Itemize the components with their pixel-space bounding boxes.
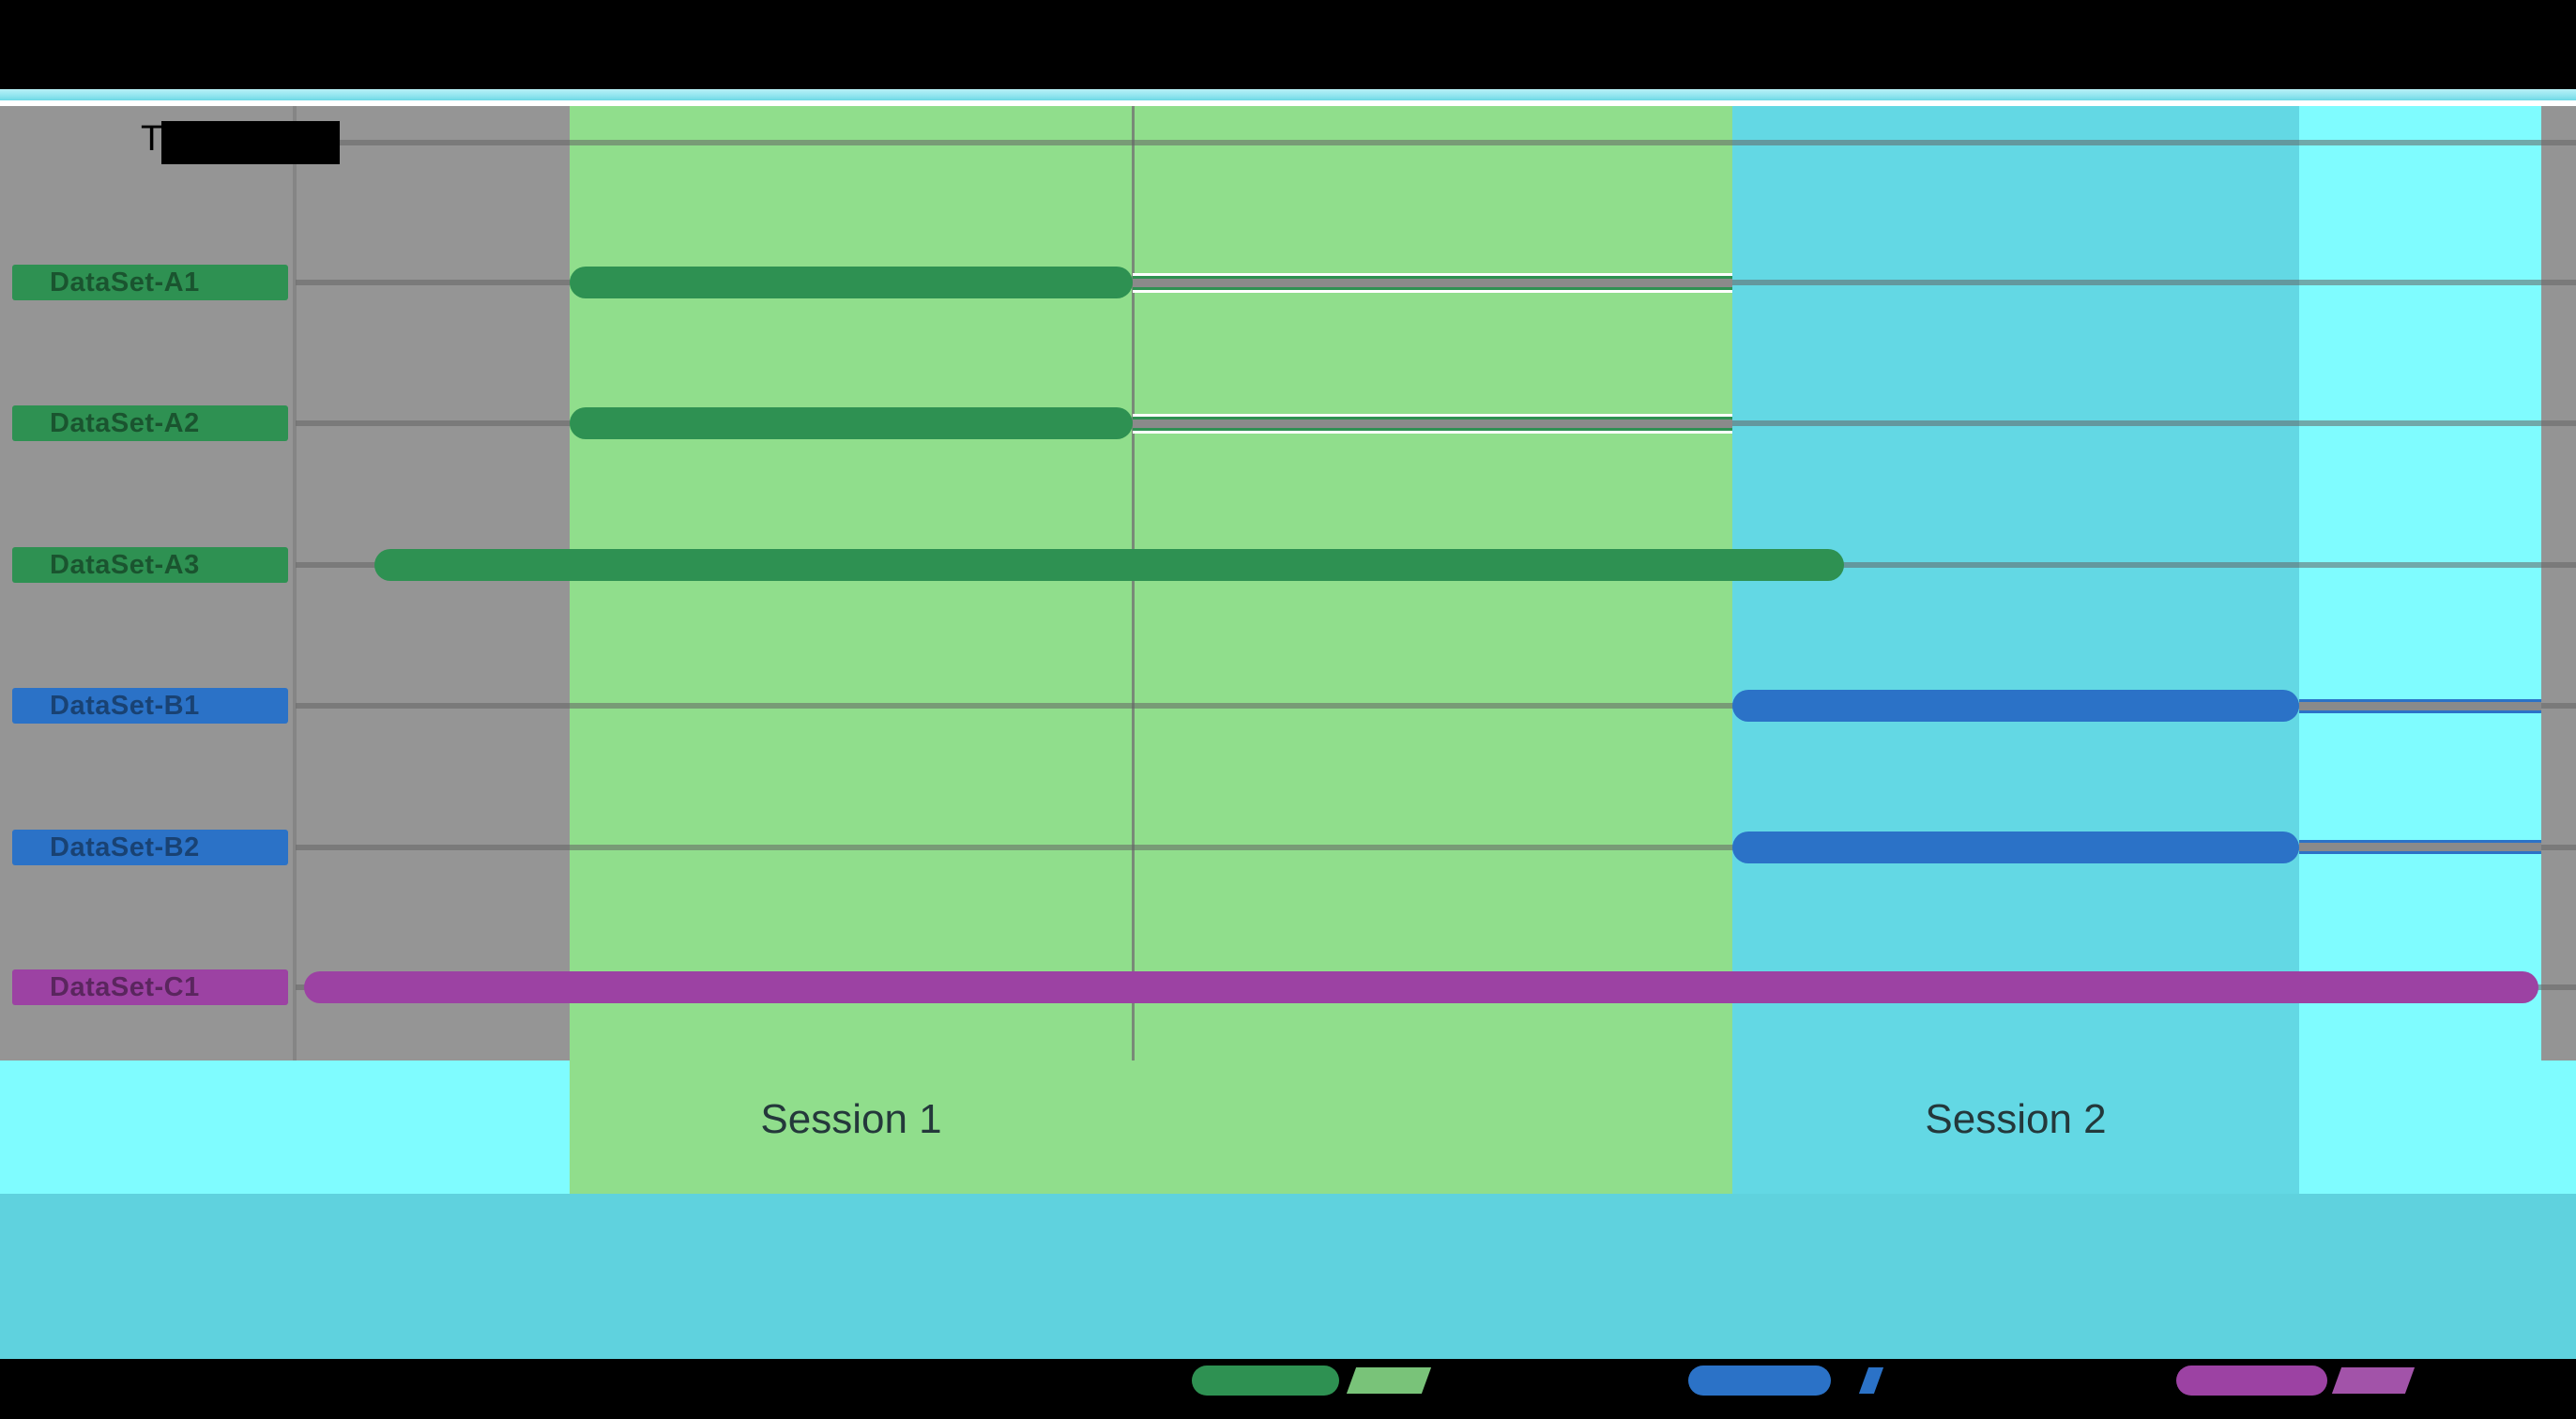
legend-text-fragment-purple (2331, 1367, 2416, 1394)
plot-area: DataSet-A1 DataSet-A2 DataSet-A3 DataSet… (0, 106, 2576, 1060)
top-separator-line (0, 100, 2576, 107)
bar-dataset-a1 (570, 267, 1133, 298)
row-label-dataset-a2: DataSet-A2 (12, 405, 288, 441)
gridline (296, 140, 2576, 145)
bar-dataset-b1 (1732, 690, 2299, 722)
row-label-dataset-a1: DataSet-A1 (12, 265, 288, 300)
bar-dataset-b2 (1732, 832, 2299, 863)
session2-label: Session 2 (1925, 1096, 2107, 1142)
session1-label: Session 1 (760, 1096, 942, 1142)
row-label-dataset-b2: DataSet-B2 (12, 830, 288, 865)
legend-swatch-green (1192, 1366, 1339, 1396)
row-label-dataset-a3: DataSet-A3 (12, 547, 288, 583)
session1-band-extension (570, 1060, 1732, 1194)
label-gutter-divider (293, 106, 297, 1060)
right-gray-column (2541, 106, 2576, 1060)
row-label-dataset-b1: DataSet-B1 (12, 688, 288, 724)
legend-swatch-purple (2176, 1366, 2327, 1396)
track-dataset-a2 (1133, 417, 1732, 431)
page-background (0, 1194, 2576, 1359)
band-extension: Session 1 Session 2 (0, 1060, 2576, 1194)
track-dataset-b1 (2299, 699, 2541, 713)
redaction-box (161, 121, 340, 164)
light-cyan-band (2299, 106, 2541, 1060)
session2-band-extension (1732, 1060, 2299, 1194)
bar-dataset-a3 (374, 549, 1844, 581)
legend-text-fragment-green (1346, 1367, 1432, 1394)
column-header-label: T (141, 119, 163, 159)
bar-dataset-c1 (304, 971, 2538, 1003)
session1-band (570, 106, 1732, 1060)
top-cyan-strip (0, 89, 2576, 102)
top-letterbox-bar (0, 0, 2576, 89)
legend-swatch-blue (1688, 1366, 1831, 1396)
gridline (296, 845, 2576, 850)
vertical-gridline (1132, 106, 1135, 1060)
bar-dataset-a2 (570, 407, 1133, 439)
track-dataset-a1 (1133, 276, 1732, 290)
row-label-dataset-c1: DataSet-C1 (12, 969, 288, 1005)
gridline (296, 703, 2576, 709)
session2-band (1732, 106, 2299, 1060)
track-dataset-b2 (2299, 840, 2541, 854)
